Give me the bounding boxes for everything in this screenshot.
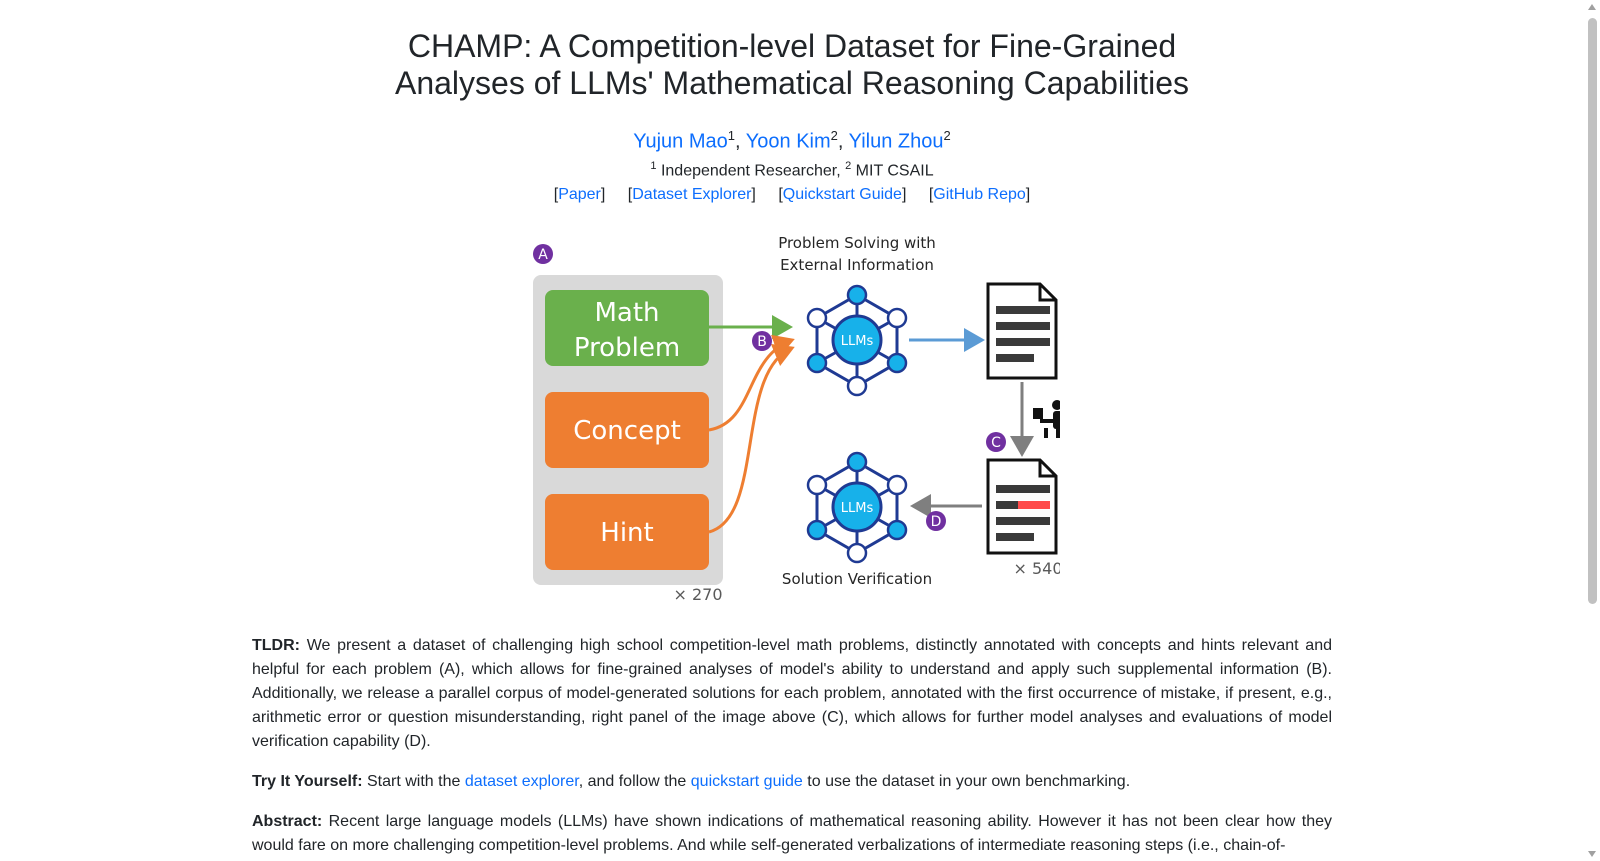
hint-arrow xyxy=(708,343,795,534)
affil-sup: 1 xyxy=(650,160,657,172)
annotator-icon xyxy=(1033,400,1060,438)
hint-label: Hint xyxy=(600,518,653,548)
badge-b xyxy=(752,331,772,351)
affil-mit: MIT CSAIL xyxy=(855,162,934,180)
author-affil-sup: 2 xyxy=(830,128,838,143)
top-caption-line1: Problem Solving with xyxy=(778,234,936,252)
solution-document-icon xyxy=(986,282,1058,380)
title-line-1: CHAMP: A Competition-level Dataset for F… xyxy=(407,28,1177,64)
llm-network-top xyxy=(806,284,908,397)
affiliations: 1 Independent Researcher, 2 MIT CSAIL xyxy=(650,160,934,180)
badge-c-label: C xyxy=(991,435,1001,451)
tldr-text: We present a dataset of challenging high… xyxy=(252,637,1333,750)
link-group-github: [GitHub Repo] xyxy=(928,186,1031,203)
llm-network-bottom xyxy=(806,451,908,564)
llm-top-label: LLMs xyxy=(841,334,874,349)
link-group-paper: [Paper] xyxy=(553,186,606,203)
abstract-label: Abstract: xyxy=(252,813,323,830)
abstract-text: Recent large language models (LLMs) have… xyxy=(252,813,1332,854)
badge-d xyxy=(926,511,946,531)
try-post: to use the dataset in your own benchmark… xyxy=(807,773,1131,790)
resource-links: [Paper] [Dataset Explorer] [Quickstart G… xyxy=(292,185,1292,205)
author-list: Yujun Mao1, Yoon Kim2, Yilun Zhou2 xyxy=(633,128,951,153)
tldr-label: TLDR: xyxy=(252,637,300,654)
math-problem-line1: Math xyxy=(594,298,659,328)
affil-independent: Independent Researcher xyxy=(660,162,837,180)
badge-b-label: B xyxy=(757,334,767,350)
badge-d-label: D xyxy=(931,514,942,530)
scroll-down-icon[interactable] xyxy=(1588,851,1596,857)
vertical-scrollbar[interactable] xyxy=(1584,0,1600,861)
count-left: × 270 xyxy=(673,585,722,604)
try-it-paragraph: Try It Yourself: Start with the dataset … xyxy=(252,770,1332,794)
try-mid: , and follow the xyxy=(578,773,687,790)
paper-link[interactable]: Paper xyxy=(558,186,601,203)
badge-c xyxy=(986,432,1006,452)
author-affil-sup: 1 xyxy=(727,128,735,143)
link-group-dataset-explorer: [Dataset Explorer] xyxy=(627,186,756,203)
hint-box xyxy=(545,494,709,570)
page-title: CHAMP: A Competition-level Dataset for F… xyxy=(292,28,1292,102)
abstract-paragraph: Abstract: Recent large language models (… xyxy=(252,810,1332,858)
github-repo-link[interactable]: GitHub Repo xyxy=(933,186,1026,203)
scroll-up-icon[interactable] xyxy=(1588,4,1596,10)
try-label: Try It Yourself: xyxy=(252,773,363,790)
scroll-thumb[interactable] xyxy=(1588,18,1597,604)
llm-bottom-label: LLMs xyxy=(841,501,874,516)
author-link-yilun-zhou[interactable]: Yilun Zhou xyxy=(848,130,944,153)
try-pre: Start with the xyxy=(367,773,461,790)
annotated-document-icon xyxy=(986,458,1058,555)
author-link-yujun-mao[interactable]: Yujun Mao xyxy=(633,130,728,153)
dataset-explorer-inline-link[interactable]: dataset explorer xyxy=(464,773,579,790)
concept-box xyxy=(545,392,709,468)
concept-label: Concept xyxy=(573,416,681,446)
badge-a-label: A xyxy=(538,247,548,263)
affil-sup: 2 xyxy=(845,160,852,172)
math-problem-box xyxy=(545,290,709,366)
count-right: × 540 xyxy=(1013,559,1060,578)
link-group-quickstart: [Quickstart Guide] xyxy=(778,186,907,203)
dataset-explorer-link[interactable]: Dataset Explorer xyxy=(632,186,752,203)
bottom-caption: Solution Verification xyxy=(782,570,932,588)
badge-a xyxy=(533,244,553,264)
title-line-2: Analyses of LLMs' Mathematical Reasoning… xyxy=(394,65,1190,101)
overview-figure: A Math Problem Concept Hint × 270 B Prob… xyxy=(533,234,1060,604)
author-affil-sup: 2 xyxy=(943,128,951,143)
tldr-paragraph: TLDR: We present a dataset of challengin… xyxy=(252,634,1332,754)
author-link-yoon-kim[interactable]: Yoon Kim xyxy=(745,130,831,153)
top-caption-line2: External Information xyxy=(780,256,934,274)
quickstart-guide-link[interactable]: Quickstart Guide xyxy=(782,186,902,203)
math-problem-line2: Problem xyxy=(574,333,680,363)
quickstart-guide-inline-link[interactable]: quickstart guide xyxy=(690,773,803,790)
